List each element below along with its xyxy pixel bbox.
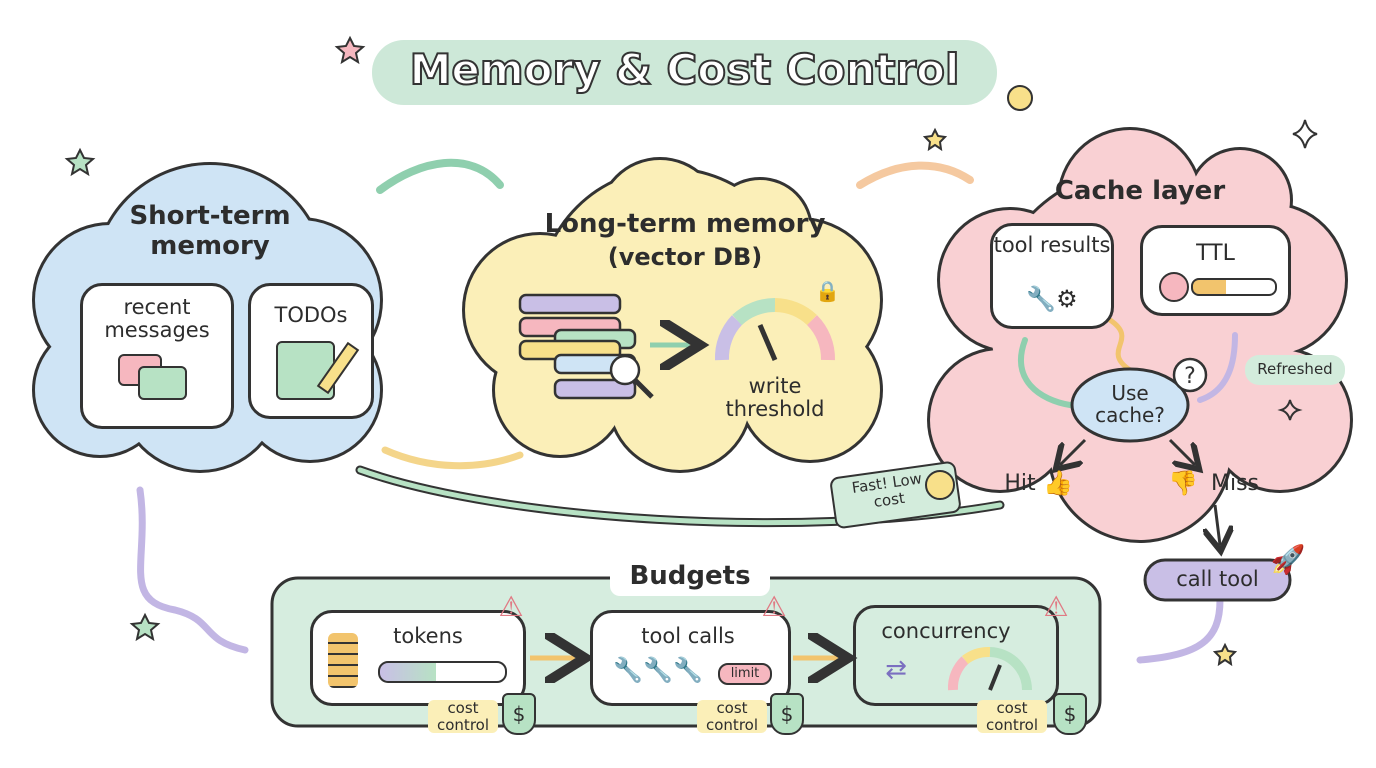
ttl-card: TTL xyxy=(1140,225,1291,316)
tokens-label: tokens xyxy=(393,624,463,648)
warning-icon-concurrency: ⚠ xyxy=(1043,590,1069,623)
call-tool-button[interactable]: call tool xyxy=(1176,567,1259,591)
recent-messages-card: recent messages xyxy=(80,283,234,429)
warning-icon-toolcalls: ⚠ xyxy=(761,590,787,623)
miss-label: Miss xyxy=(1210,471,1260,496)
shield-dollar-icon: $ xyxy=(502,693,536,735)
tool-calls-card: tool calls 🔧🔧🔧 limit xyxy=(590,610,791,706)
cloud-puff xyxy=(600,160,720,280)
arrow-long-to-cache xyxy=(856,161,974,189)
tool-results-card: tool results 🔧⚙ xyxy=(990,223,1114,329)
tool-calls-label: tool calls xyxy=(641,624,735,648)
cost-control-badge-toolcalls: cost control xyxy=(697,700,767,733)
long-term-title: Long-term memory xyxy=(544,209,826,239)
arrow-short-to-long xyxy=(376,158,504,194)
thumbs-up-icon: 👍 xyxy=(1043,469,1073,497)
wrench-gear-icon: 🔧⚙ xyxy=(1026,285,1078,313)
concurrency-label: concurrency xyxy=(881,619,1011,643)
lock-icon: 🔒 xyxy=(815,279,840,303)
arrow-miss-to-calltool xyxy=(1215,504,1220,545)
todos-card: TODOs xyxy=(248,283,374,419)
call-tool-pill xyxy=(1143,558,1292,602)
use-cache-bubble xyxy=(1070,367,1190,443)
concurrency-card: concurrency ⇄ xyxy=(853,605,1059,706)
svg-text:?: ? xyxy=(1184,364,1196,389)
shield-dollar-icon: $ xyxy=(1053,693,1087,735)
recent-messages-label: recent messages xyxy=(104,295,210,343)
cloud-puff xyxy=(710,180,810,280)
title-pill xyxy=(372,40,997,105)
shield-dollar-icon: $ xyxy=(770,693,804,735)
arrow-calltool-to-budgets xyxy=(1136,596,1224,664)
title: Memory & Cost Control xyxy=(409,45,961,94)
tokens-progress-bar xyxy=(378,661,507,683)
ttl-bar xyxy=(1191,278,1277,296)
cloud-puff xyxy=(610,330,750,470)
short-term-title: Short-term memory xyxy=(129,201,291,261)
tokens-card: tokens xyxy=(310,610,526,706)
long-term-subtitle: (vector DB) xyxy=(607,243,763,271)
warning-icon-tokens: ⚠ xyxy=(498,590,524,623)
vector-db-stack-icon xyxy=(518,293,654,400)
write-threshold-label: write threshold xyxy=(725,374,825,422)
arrow-short-to-budgets xyxy=(136,486,249,654)
rocket-icon: 🚀 xyxy=(1270,543,1306,576)
use-cache-label: Use cache? xyxy=(1095,381,1165,427)
coins-icon xyxy=(328,633,358,688)
alarm-clock-icon xyxy=(1159,272,1189,302)
cost-control-badge-concurrency: cost control xyxy=(977,700,1047,733)
budgets-title: Budgets xyxy=(629,561,751,591)
concurrency-gauge xyxy=(947,646,1032,691)
shuffle-arrows-icon: ⇄ xyxy=(885,655,907,685)
write-threshold-gauge xyxy=(714,297,835,361)
cloud-puff xyxy=(930,350,1070,490)
thumbs-down-icon: 👎 xyxy=(1168,469,1198,497)
tool-results-label: tool results xyxy=(993,233,1111,257)
cache-title: Cache layer xyxy=(1054,176,1226,206)
refreshed-label: Refreshed xyxy=(1257,360,1333,378)
chat-bubbles-icon-2 xyxy=(138,366,187,400)
ttl-label: TTL xyxy=(1196,241,1235,266)
long-term-cloud xyxy=(462,157,883,473)
cloud-puff xyxy=(150,170,270,290)
todos-label: TODOs xyxy=(274,303,348,327)
budgets-title-bg xyxy=(610,560,770,596)
arrow-long-to-short xyxy=(381,446,524,470)
hit-label: Hit xyxy=(1004,471,1036,496)
wrenches-icon: 🔧🔧🔧 xyxy=(613,656,703,684)
limit-chip: limit xyxy=(718,663,772,686)
cost-control-badge-tokens: cost control xyxy=(428,700,498,733)
refreshed-pill xyxy=(1245,355,1345,385)
